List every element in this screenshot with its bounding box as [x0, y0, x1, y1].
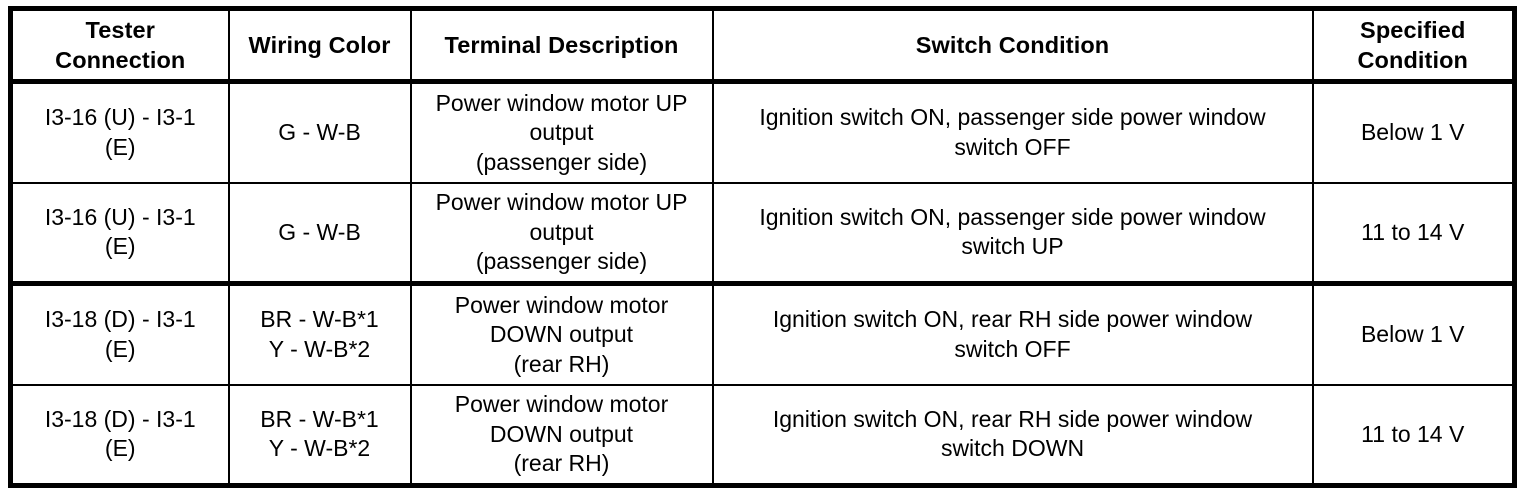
cell-line: Ignition switch ON, rear RH side power w… [772, 405, 1253, 432]
column-header-terminal-description: Terminal Description [409, 7, 714, 85]
cell-line: Ignition switch ON, passenger side power… [759, 104, 1266, 131]
cell-line: G - W-B [278, 218, 361, 245]
cell-line: Power window motor UP [435, 89, 688, 116]
cell-line: switch UP [961, 233, 1064, 260]
cell-line: BR - W-B*1 [260, 405, 379, 432]
cell-tester-connection: I3-18 (D) - I3-1 (E) [9, 383, 230, 488]
cell-line: switch OFF [954, 335, 1071, 362]
cell-line: Y - W-B*2 [268, 435, 371, 462]
column-header-wiring-color: Wiring Color [227, 7, 412, 85]
cell-line: (rear RH) [513, 350, 610, 377]
cell-specified-condition: Below 1 V [1311, 80, 1516, 184]
cell-line: Power window motor [454, 391, 669, 418]
cell-line: Ignition switch ON, passenger side power… [759, 203, 1266, 230]
cell-line: I3-16 (U) - I3-1 [44, 104, 196, 131]
cell-tester-connection: I3-16 (U) - I3-1(E) [9, 80, 230, 184]
cell-specified-condition: 11 to 14 V [1311, 383, 1516, 488]
column-header-line: Connection [55, 47, 186, 74]
cell-switch-condition: Ignition switch ON, passenger side power… [711, 181, 1314, 287]
cell-specified-condition: Below 1 V [1311, 282, 1516, 386]
cell-wiring-color: G - W-B [227, 80, 412, 184]
column-header-line: Terminal Description [444, 32, 679, 59]
cell-line: (E) [104, 335, 136, 362]
cell-line: switch DOWN [940, 435, 1085, 462]
cell-line: (passenger side) [475, 148, 648, 175]
cell-switch-condition: Ignition switch ON, rear RH side power w… [711, 383, 1314, 488]
column-header-line: Switch Condition [915, 32, 1110, 59]
cell-line: DOWN output [489, 321, 634, 348]
cell-wiring-color: BR - W-B*1 Y - W-B*2 [227, 383, 412, 488]
column-header-line: Condition [1357, 47, 1469, 74]
cell-line: 11 to 14 V [1361, 218, 1465, 245]
cell-line: (rear RH) [513, 449, 610, 476]
column-header-line: Wiring Color [248, 32, 391, 59]
cell-line: DOWN output [489, 420, 634, 447]
cell-line: Power window motor [454, 291, 669, 318]
cell-line: BR - W-B*1 [260, 306, 379, 333]
column-header-line: Tester [85, 17, 155, 43]
cell-tester-connection: I3-18 (D) - I3-1(E) [9, 282, 230, 386]
cell-line: I3-18 (D) - I3-1 [44, 405, 196, 432]
table-row: I3-16 (U) - I3-1(E) G - W-B Power window m… [9, 80, 1516, 184]
cell-line: G - W-B [278, 119, 361, 146]
cell-line: Y - W-B*2 [268, 335, 371, 362]
column-header-switch-condition: Switch Condition [711, 7, 1314, 85]
cell-line: (E) [104, 233, 136, 260]
column-header-line: Specified [1360, 17, 1466, 43]
cell-tester-connection: I3-16 (U) - I3-1 (E) [9, 181, 230, 287]
cell-switch-condition: Ignition switch ON, rear RH side power w… [711, 282, 1314, 386]
cell-line: I3-16 (U) - I3-1 [44, 203, 196, 230]
table-row: I3-18 (D) - I3-1 (E) BR - W-B*1 Y - W-B*2 Po… [9, 383, 1516, 488]
cell-terminal-description: Power window motor UP output(passenger si… [409, 80, 714, 184]
cell-line: output [529, 218, 594, 245]
cell-line: Power window motor UP [435, 189, 688, 216]
cell-line: Ignition switch ON, rear RH side power w… [772, 306, 1253, 333]
cell-line: (E) [104, 435, 136, 462]
cell-line: (E) [104, 133, 136, 160]
cell-line: I3-18 (D) - I3-1 [44, 306, 196, 333]
cell-switch-condition: Ignition switch ON, passenger side power… [711, 80, 1314, 184]
cell-wiring-color: G - W-B [227, 181, 412, 287]
cell-specified-condition: 11 to 14 V [1311, 181, 1516, 287]
cell-line: Below 1 V [1360, 321, 1465, 348]
table-row: I3-16 (U) - I3-1 (E) G - W-B Power window m… [9, 181, 1516, 287]
cell-line: (passenger side) [475, 248, 648, 275]
cell-line: 11 to 14 V [1361, 420, 1465, 447]
cell-line: Below 1 V [1360, 119, 1465, 146]
cell-line: switch OFF [954, 133, 1071, 160]
cell-line: output [529, 119, 594, 146]
